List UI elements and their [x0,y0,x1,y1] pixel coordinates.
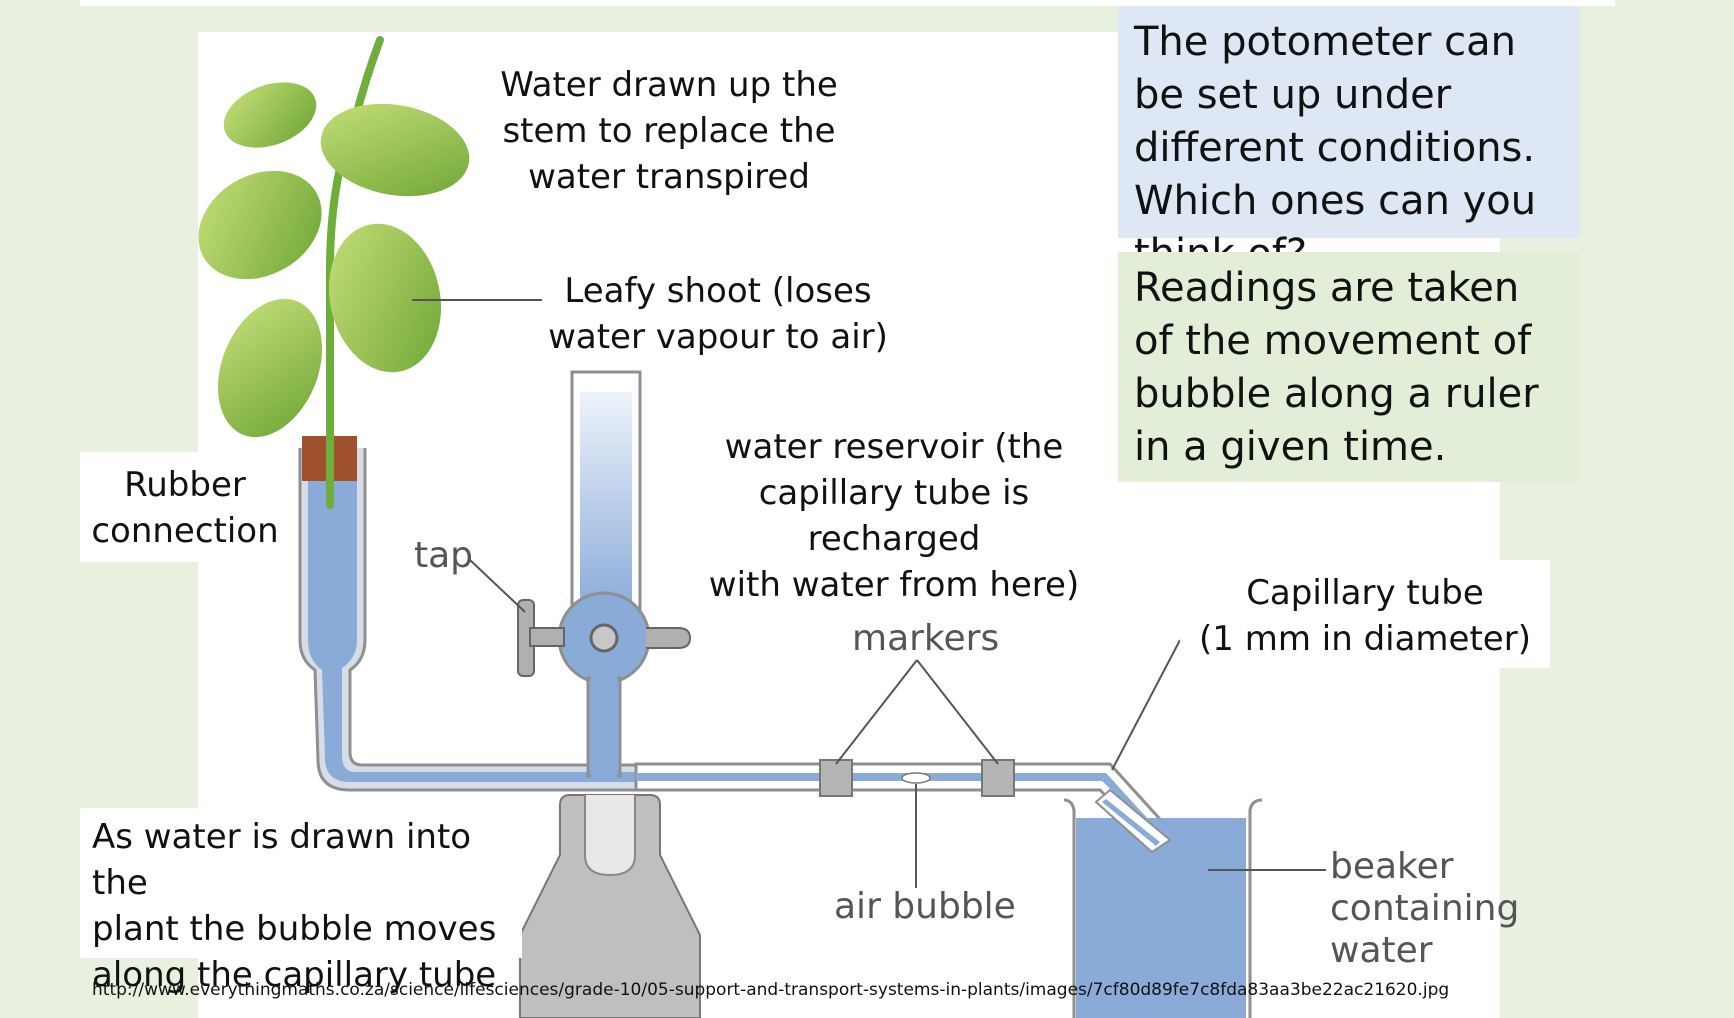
water-reservoir [557,370,651,780]
capillary-tube [634,759,1171,845]
source-url-link[interactable]: http://www.everythingmaths.co.za/science… [92,980,1450,1000]
tap-label: tap [414,535,474,576]
beaker [1063,788,1263,1018]
bubble-moves-label: As water is drawn into the plant the bub… [92,817,497,995]
conditions-note: The potometer can be set up under differ… [1118,6,1580,277]
capillary-tube-box [1180,560,1550,668]
beaker-label: beaker containing water [1330,846,1520,971]
rubber-connection-box [80,452,280,562]
water-reservoir-label: water reservoir (the capillary tube is r… [708,427,1080,605]
leafy-shoot [198,36,470,509]
clamp-stand [519,794,701,1018]
top-strip [80,0,1615,6]
rubber-connection-label: Rubber connection [91,465,279,551]
capillary-tube-label: Capillary tube (1 mm in diameter) [1199,573,1531,659]
readings-note: Readings are taken of the movement of bu… [1118,252,1580,482]
tap-valve [517,599,692,677]
water-drawn-label: Water drawn up the stem to replace the w… [500,65,838,197]
leader-lines [412,299,1326,888]
markers-label: markers [852,618,1000,659]
bubble-moves-box [80,808,522,958]
air-bubble-label: air bubble [834,886,1016,927]
leafy-shoot-label: Leafy shoot (loses water vapour to air) [548,271,888,357]
